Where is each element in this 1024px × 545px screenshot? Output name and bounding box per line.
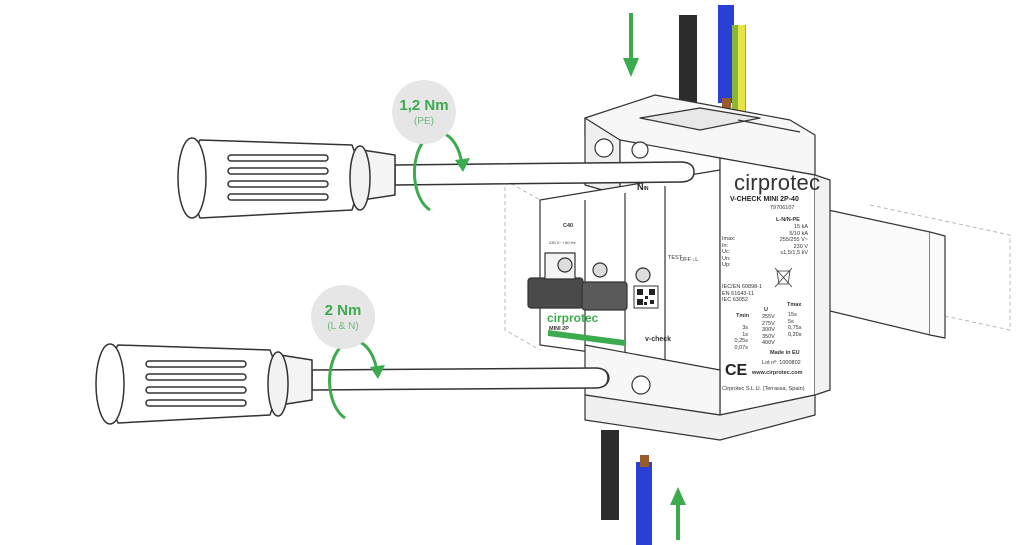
website: www.cirprotec.com xyxy=(752,370,803,376)
torque-badge-pe: 1,2 Nm (PE) xyxy=(392,80,456,144)
torque-target: (PE) xyxy=(414,116,434,127)
torque-value: 2 Nm xyxy=(324,302,362,319)
rotation-arrow-icon xyxy=(328,339,379,420)
table-col-u: 255V 275V 300V 350V 400V xyxy=(762,314,775,347)
label-test: TEST xyxy=(668,255,683,261)
torque-value: 1,2 Nm xyxy=(399,97,449,114)
bin-icon xyxy=(774,267,793,288)
table-header-u: U xyxy=(764,307,768,313)
rotation-arrow-head xyxy=(455,158,470,172)
device-model: V-CHECK MINI 2P-40 xyxy=(730,196,799,203)
spec-keys: Imax: In: Uc: Un: Up: xyxy=(722,236,736,269)
bottom-wires xyxy=(601,430,652,545)
standards: IEC/EN 60898-1 EN 61643-11 IEC 63052 xyxy=(722,284,763,304)
company: Cirprotec S.L.U. (Terrassa, Spain) xyxy=(722,386,805,392)
ce-mark-icon xyxy=(727,362,745,382)
table-header-tmax: Tmax xyxy=(787,302,802,308)
qr-code-icon xyxy=(633,285,659,309)
vcheck-label: v-check xyxy=(645,336,672,343)
table-col-tmin: 3s 1s 0,25s 0,07s xyxy=(734,325,748,351)
table-header-tmin: Tmin xyxy=(736,313,750,319)
up-arrow-icon xyxy=(670,487,686,540)
torque-badge-ln: 2 Nm (L & N) xyxy=(311,285,375,349)
breaker-brand: cirprotec xyxy=(547,311,599,325)
down-arrow-icon xyxy=(623,13,639,77)
table-col-tmax: 15s 5s 0,75s 0,20s xyxy=(788,312,802,338)
torque-target: (L & N) xyxy=(327,321,359,332)
screwdriver-icon xyxy=(95,343,609,425)
device-code: 79706107 xyxy=(770,205,795,211)
spec-values: 15 kA 5/10 kA 255/255 V~ 230 V ≤1,5/1,5 … xyxy=(779,224,808,257)
breaker-rating: C40 xyxy=(563,223,574,229)
device-brand: cirprotec xyxy=(734,170,821,195)
label-off: OFF ↓L xyxy=(680,257,699,263)
device-mode: L-N/N-PE xyxy=(776,217,800,223)
breaker-model: MINI 2P xyxy=(549,326,569,332)
lot-number: Lot nº: 1000802 xyxy=(762,360,801,366)
rotation-arrow-head xyxy=(370,365,385,379)
ce-mark: CE xyxy=(725,362,748,379)
terminal-top-label: NIN xyxy=(637,182,649,192)
made-in: Made in EU xyxy=(770,350,800,356)
screwdriver-icon xyxy=(177,137,695,219)
breaker-spec: 230 V~ / 50 Hz xyxy=(549,240,576,245)
